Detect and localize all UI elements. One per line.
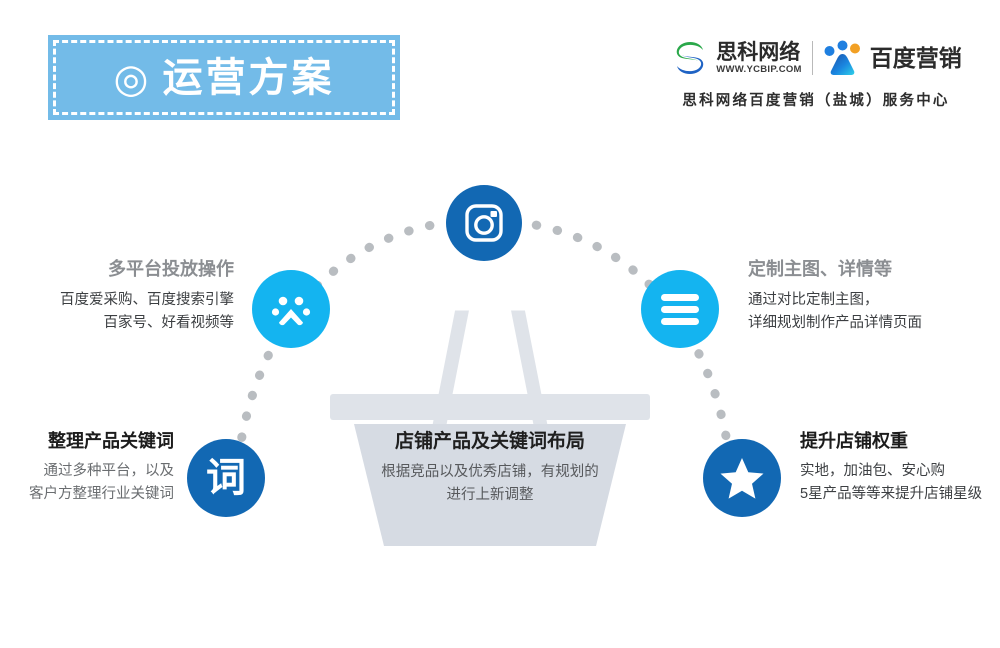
callout-line: 百家号、好看视频等 (103, 314, 235, 331)
node-camera[interactable] (446, 185, 522, 261)
brand-header: 思科网络 WWW.YCBIP.COM (656, 36, 976, 110)
callout-line: 详细规划制作产品详情页面 (748, 314, 922, 331)
callout-multi-platform: 多平台投放操作 百度爱采购、百度搜索引擎 百家号、好看视频等 (22, 258, 234, 335)
page-title: 运营方案 (162, 55, 335, 100)
callout-title: 定制主图、详情等 (748, 259, 892, 279)
baidu-paw-icon (271, 296, 311, 326)
node-menu[interactable] (641, 270, 719, 348)
hamburger-menu-icon (661, 294, 699, 325)
brand-logos-row: 思科网络 WWW.YCBIP.COM (656, 36, 976, 80)
shopping-basket-icon (330, 305, 650, 546)
callout-title: 整理产品关键词 (48, 431, 174, 451)
callout-line: 百度爱采购、百度搜索引擎 (60, 291, 234, 308)
node-keyword[interactable]: 词 (187, 439, 265, 517)
center-line: 进行上新调整 (446, 486, 534, 503)
callout-line: 实地，加油包、安心购 (800, 462, 945, 479)
callout-store-weight: 提升店铺权重 实地，加油包、安心购 5星产品等等来提升店铺星级 (800, 430, 1000, 506)
callout-keyword-collection: 整理产品关键词 通过多种平台，以及 客户方整理行业关键词 (14, 430, 174, 506)
keyword-character-icon: 词 (206, 456, 246, 500)
center-line: 根据竞品以及优秀店铺，有规划的 (381, 463, 599, 480)
camera-icon (465, 204, 503, 242)
baidu-name: 百度营销 (869, 44, 962, 71)
callout-title: 多平台投放操作 (108, 259, 234, 279)
node-baidu-paw[interactable] (252, 270, 330, 348)
target-circle-icon: ◎ (113, 56, 149, 101)
sike-url: WWW.YCBIP.COM (716, 63, 802, 75)
sike-wordmark: 思科网络 WWW.YCBIP.COM (716, 42, 802, 75)
baidu-brand: 百度营销 (823, 40, 962, 76)
callout-line: 5星产品等等来提升店铺星级 (800, 485, 983, 502)
brand-divider (811, 41, 813, 75)
sike-name: 思科网络 (716, 40, 801, 64)
banner-dashed-frame (53, 40, 395, 115)
node-star[interactable] (703, 439, 781, 517)
callout-custom-main-image: 定制主图、详情等 通过对比定制主图， 详细规划制作产品详情页面 (748, 258, 988, 335)
callout-center-layout: 店铺产品及关键词布局 根据竞品以及优秀店铺，有规划的 进行上新调整 (340, 430, 640, 507)
callout-line: 通过多种平台，以及 (43, 462, 175, 479)
callout-title: 提升店铺权重 (800, 431, 908, 451)
operation-plan-diagram: 词 多平台投放操作 百度爱采购、百度搜索引擎 百家号、好看视频等 定制主图、详情… (0, 150, 1000, 570)
callout-line: 通过对比定制主图， (748, 291, 879, 308)
brand-subtitle: 思科网络百度营销（盐城）服务中心 (682, 93, 950, 109)
sike-brand: 思科网络 WWW.YCBIP.COM (670, 38, 802, 78)
callout-line: 客户方整理行业关键词 (29, 485, 174, 502)
sike-s-logo-icon (670, 38, 710, 78)
baidu-paw-logo-icon (823, 40, 863, 76)
star-icon (720, 458, 764, 499)
center-title: 店铺产品及关键词布局 (394, 431, 585, 452)
page-title-banner: ◎ 运营方案 (48, 35, 400, 120)
